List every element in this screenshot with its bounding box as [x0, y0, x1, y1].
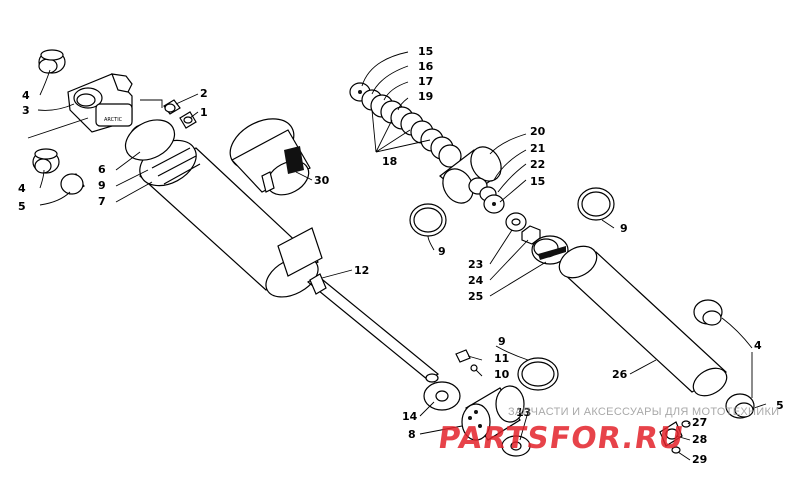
- part-cap-30: [229, 118, 311, 196]
- callout-22: 22: [530, 158, 545, 171]
- part-valve-11: [455, 349, 471, 363]
- callout-4-b: 4: [18, 182, 26, 195]
- callout-7: 7: [98, 195, 106, 208]
- part-seal-ring-9a: [409, 203, 447, 237]
- part-bushing-mid-left: [32, 148, 60, 174]
- callout-25: 25: [468, 290, 483, 303]
- part-washer-14: [423, 381, 461, 411]
- callout-11: 11: [494, 352, 509, 365]
- callout-24: 24: [468, 274, 484, 287]
- callout-18: 18: [382, 155, 397, 168]
- callout-17: 17: [418, 75, 433, 88]
- callout-10: 10: [494, 368, 510, 381]
- callout-21: 21: [530, 142, 545, 155]
- part-fitting-27: [681, 420, 691, 428]
- part-piston-8: [461, 385, 525, 441]
- part-piston: [439, 146, 502, 204]
- part-valve-28: [659, 421, 683, 447]
- callout-2: 2: [200, 87, 208, 100]
- part-bushing-right-bottom: [725, 393, 755, 419]
- callout-4-c: 4: [754, 339, 762, 352]
- part-bushing-right-top: [693, 299, 723, 326]
- callout-12: 12: [354, 264, 369, 277]
- part-ball-10: [470, 364, 478, 372]
- callout-19: 19: [418, 90, 433, 103]
- callout-9-c: 9: [620, 222, 628, 235]
- callout-30: 30: [314, 174, 330, 187]
- callout-15-a: 15: [418, 45, 433, 58]
- callout-labels: 1 2 3 4 4 4 5 5 6 7 8 9 9 9 9 10 11 12 1…: [18, 45, 784, 466]
- callout-20: 20: [530, 125, 546, 138]
- callout-23: 23: [468, 258, 483, 271]
- part-shim-stack: [349, 82, 462, 168]
- watermark-logo: PARTSFOR.RU: [436, 421, 687, 456]
- callout-16: 16: [418, 60, 434, 73]
- callout-27: 27: [692, 416, 707, 429]
- callout-6: 6: [98, 163, 106, 176]
- leader-lines: [27, 51, 767, 461]
- callout-28: 28: [692, 433, 707, 446]
- callout-14: 14: [402, 410, 418, 423]
- callout-5-a: 5: [18, 200, 26, 213]
- part-cap-25: [531, 235, 569, 265]
- part-washer-23: [505, 212, 527, 232]
- part-sleeve-5-left: [60, 173, 85, 195]
- callout-8: 8: [408, 428, 416, 441]
- part-seal-ring-9b: [577, 187, 615, 221]
- callout-26: 26: [612, 368, 628, 381]
- callout-9-d: 9: [498, 335, 506, 348]
- part-shock-body: [124, 119, 323, 298]
- watermark: ЗАПЧАСТИ И АКСЕССУАРЫ ДЛЯ МОТОТЕХНИКИ PA…: [436, 406, 779, 456]
- part-washers-21-22-15: [468, 177, 505, 214]
- callout-4-a: 4: [22, 89, 30, 102]
- callout-13: 13: [516, 406, 531, 419]
- part-seal-ring-9c: [517, 357, 559, 391]
- part-fitting-2: [163, 99, 181, 115]
- callout-9-b: 9: [438, 245, 446, 258]
- part-oring-29: [671, 446, 681, 454]
- callout-3: 3: [22, 104, 30, 117]
- callout-29: 29: [692, 453, 707, 466]
- part-shaft: [306, 273, 440, 383]
- callout-15-b: 15: [530, 175, 545, 188]
- part-bushing-top-left: [38, 49, 66, 74]
- callout-5-b: 5: [776, 399, 784, 412]
- callout-9-a: 9: [98, 179, 106, 192]
- part-eyelet: ARCTIC: [67, 73, 133, 133]
- watermark-text: ЗАПЧАСТИ И АКСЕССУАРЫ ДЛЯ МОТОТЕХНИКИ: [508, 406, 779, 418]
- callout-1: 1: [200, 106, 208, 119]
- part-screw-1: [179, 111, 197, 129]
- svg-text:ARCTIC: ARCTIC: [104, 117, 123, 123]
- part-reservoir-body: [558, 245, 728, 397]
- part-washer-13: [501, 435, 531, 457]
